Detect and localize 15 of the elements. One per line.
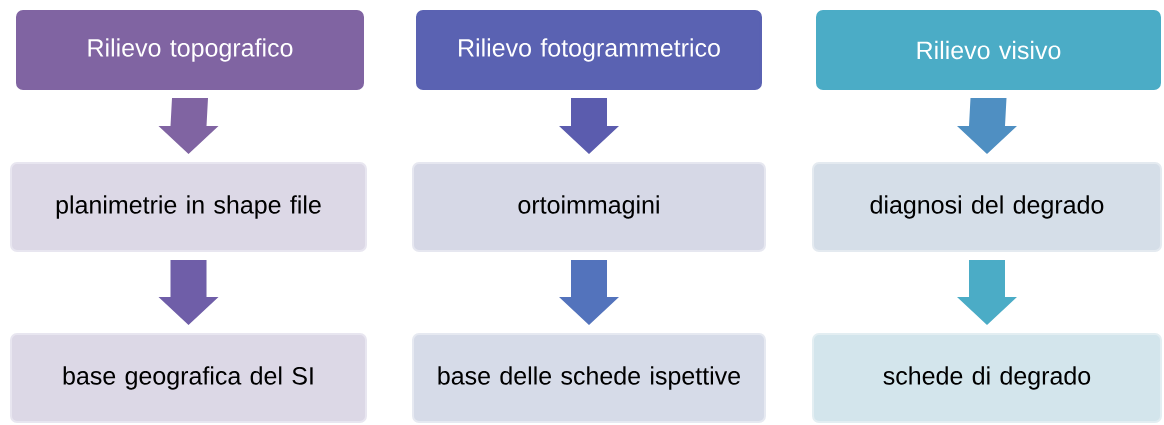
process-box: ortoimmagini — [412, 162, 766, 252]
header-box: Rilievo topografico — [16, 10, 364, 90]
process-box: schede di degrado — [812, 333, 1162, 423]
block-arrow — [158, 260, 219, 325]
process-box: diagnosi del degrado — [812, 162, 1162, 252]
header-box: Rilievo fotogrammetrico — [416, 10, 762, 90]
block-arrow — [559, 260, 619, 325]
process-box: base geografica del SI — [10, 333, 367, 423]
process-box: planimetrie in shape file — [10, 162, 367, 252]
block-arrow — [957, 260, 1017, 325]
block-arrow — [957, 98, 1017, 154]
process-box: base delle schede ispettive — [412, 333, 766, 423]
block-arrow — [559, 98, 619, 154]
header-box: Rilievo visivo — [816, 10, 1161, 90]
block-arrow — [158, 98, 219, 154]
